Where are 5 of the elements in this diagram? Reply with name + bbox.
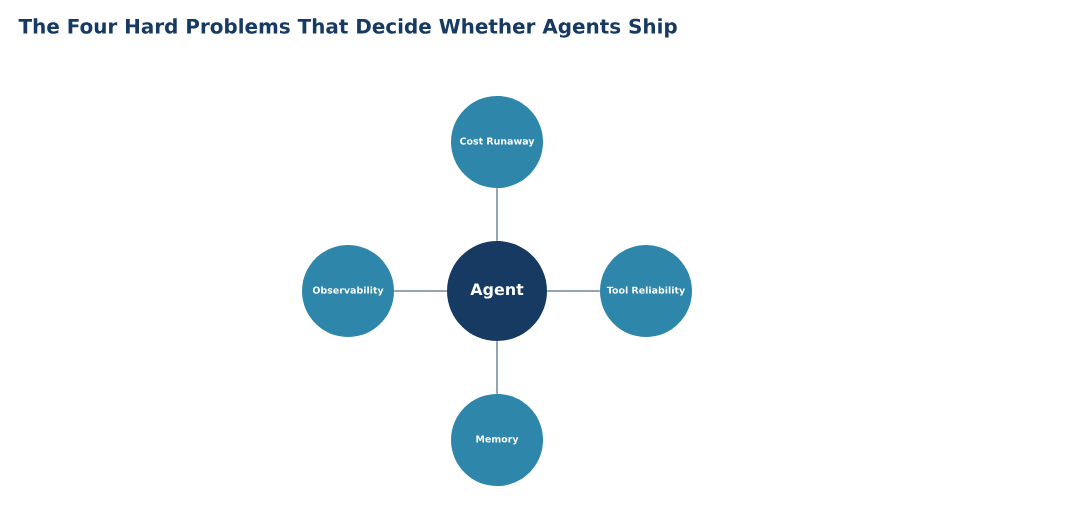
connector-line <box>496 187 498 242</box>
title: The Four Hard Problems That Decide Whether Agents Ship <box>18 18 677 38</box>
connector-line <box>393 290 448 292</box>
connector-line <box>496 340 498 395</box>
connector-line <box>546 290 601 292</box>
